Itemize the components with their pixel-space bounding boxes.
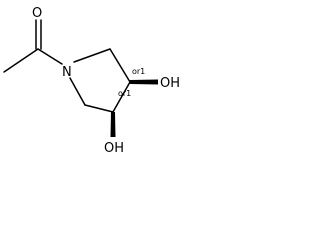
bond-methyl-carbonyl (3, 48, 39, 73)
molecule-structure: O N OH OH or1 or1 (3, 6, 180, 156)
bond-c4-c5 (84, 104, 114, 113)
bond-c3-c4 (112, 81, 131, 113)
carbonyl-oxygen-label: O (32, 6, 42, 21)
lower-stereo-label: or1 (118, 89, 131, 98)
bond-c5-nitrogen (69, 77, 86, 106)
bonds (3, 19, 131, 113)
bond-carbonyl-nitrogen (37, 48, 63, 65)
stereo-wedges (110, 79, 158, 137)
bond-nitrogen-c2 (73, 48, 111, 63)
wedge-upper-hydroxyl (130, 79, 158, 85)
wedge-lower-hydroxyl (110, 112, 116, 137)
lower-hydroxyl-label: OH (104, 141, 124, 156)
upper-stereo-label: or1 (132, 67, 145, 76)
bond-c2-c3 (109, 48, 131, 83)
upper-hydroxyl-label: OH (160, 76, 180, 91)
nitrogen-label: N (62, 65, 72, 80)
